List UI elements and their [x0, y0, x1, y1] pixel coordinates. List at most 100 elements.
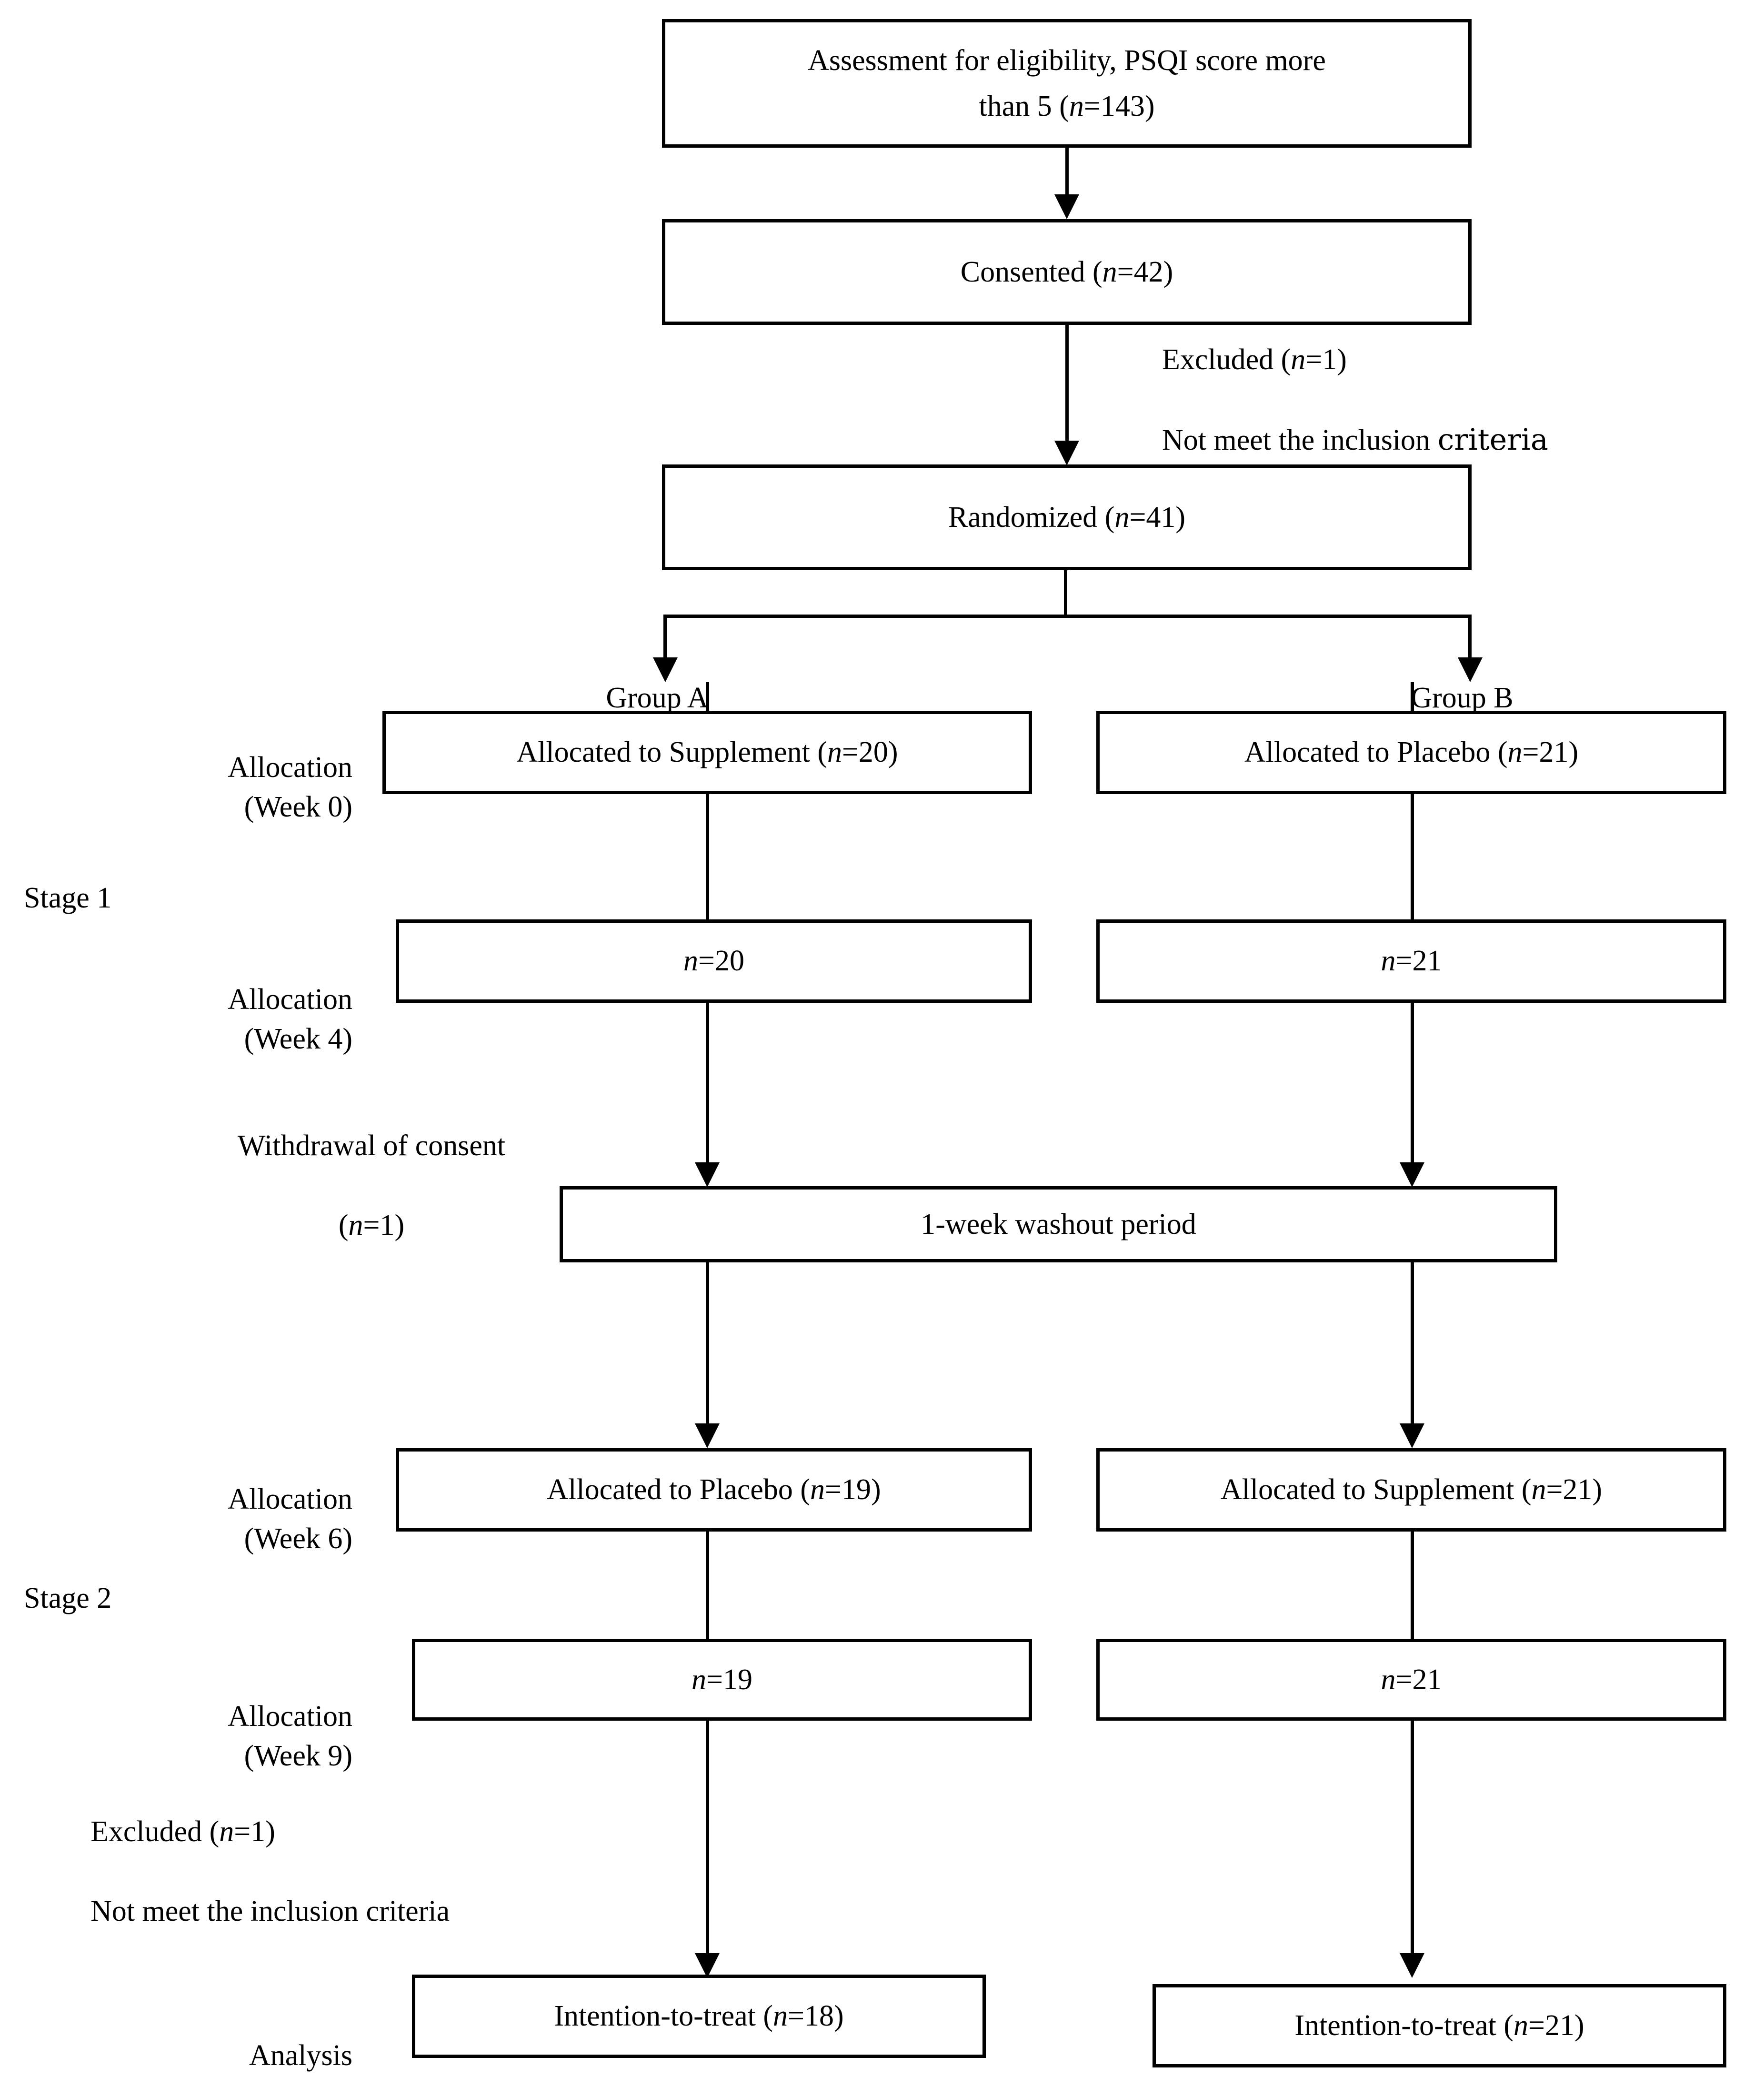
- box-group-b-week6-text: Allocated to Supplement (n=21): [1211, 1467, 1612, 1512]
- a-week9-post: =19: [706, 1663, 752, 1696]
- excluded-bottom-l2: Not meet the inclusion criteria: [90, 1895, 450, 1928]
- box-washout-period: 1-week washout period: [560, 1186, 1557, 1262]
- annotation-excluded-top: Excluded (n=1) Not meet the inclusion cr…: [1162, 300, 1734, 461]
- arrowhead-randomized-to-group-b: [1458, 657, 1483, 682]
- connector-b-week4-to-washout: [1411, 1003, 1414, 1167]
- box-group-a-week0-allocated-supplement: Allocated to Supplement (n=20): [382, 711, 1032, 794]
- row-label-allocation-week4-text: Allocation (Week 4): [228, 983, 352, 1056]
- row-label-analysis-text: Analysis: [249, 2039, 352, 2072]
- annotation-withdrawal-of-consent: Withdrawal of consent (n=1): [157, 1086, 586, 1246]
- a-week4-post: =20: [698, 945, 744, 978]
- connector-a-week4-to-washout: [706, 1003, 709, 1167]
- row-label-allocation-week6: Allocation (Week 6): [95, 1440, 352, 1559]
- stage-2-text: Stage 2: [24, 1582, 112, 1614]
- consented-post: =42): [1117, 255, 1173, 288]
- connector-b-week9-to-analysis: [1411, 1721, 1414, 1956]
- box-group-a-week0-text: Allocated to Supplement (n=20): [507, 729, 907, 775]
- box-randomized-text: Randomized (n=41): [939, 494, 1195, 540]
- eligibility-line2-pre: than 5 (: [979, 90, 1069, 122]
- consented-n-symbol: n: [1102, 255, 1117, 288]
- arrowhead-b-week9-to-analysis: [1400, 1953, 1424, 1978]
- box-group-a-week9-count: n=19: [412, 1639, 1032, 1721]
- annotation-excluded-bottom: Excluded (n=1) Not meet the inclusion cr…: [90, 1772, 710, 1932]
- box-group-b-week0-text: Allocated to Placebo (n=21): [1235, 729, 1588, 775]
- box-group-b-week6-allocated-supplement: Allocated to Supplement (n=21): [1096, 1448, 1726, 1532]
- box-group-b-week9-count: n=21: [1096, 1639, 1726, 1721]
- excluded-top-l1-n-symbol: n: [1291, 343, 1306, 376]
- b-week9-post: =21: [1395, 1663, 1442, 1696]
- connector-group-b-to-week0: [1411, 682, 1414, 712]
- b-week6-pre: Allocated to Supplement (: [1220, 1473, 1532, 1506]
- a-week0-post: =20): [842, 736, 898, 769]
- b-analysis-post: =21): [1528, 2009, 1584, 2042]
- box-group-a-analysis-intention-to-treat: Intention-to-treat (n=18): [412, 1975, 986, 2058]
- b-week0-pre: Allocated to Placebo (: [1244, 736, 1508, 769]
- arrowhead-eligibility-to-consented: [1054, 194, 1079, 219]
- connector-b-week6-to-week9: [1411, 1532, 1414, 1643]
- box-group-a-week4-text: n=20: [674, 938, 754, 984]
- box-group-b-week4-count: n=21: [1096, 919, 1726, 1003]
- eligibility-n-symbol: n: [1069, 90, 1084, 122]
- excluded-bottom-l1-pre: Excluded (: [90, 1815, 220, 1848]
- connector-a-week6-to-week9: [706, 1532, 709, 1643]
- connector-a-week0-to-week4: [706, 794, 709, 928]
- a-analysis-pre: Intention-to-treat (: [554, 2000, 773, 2033]
- row-label-allocation-week9: Allocation (Week 9): [95, 1657, 352, 1776]
- a-week0-n-symbol: n: [827, 736, 842, 769]
- connector-washout-to-b-week6: [1411, 1262, 1414, 1427]
- box-group-b-week9-text: n=21: [1372, 1657, 1452, 1703]
- b-week4-n-symbol: n: [1381, 945, 1396, 978]
- row-label-allocation-week0: Allocation (Week 0): [95, 708, 352, 827]
- arrowhead-b-week4-to-washout: [1400, 1162, 1424, 1187]
- group-b-text: Group B: [1411, 681, 1513, 714]
- b-week6-n-symbol: n: [1531, 1473, 1546, 1506]
- group-a-text: Group A: [606, 681, 709, 714]
- row-label-allocation-week4: Allocation (Week 4): [95, 940, 352, 1059]
- arrowhead-a-week9-to-analysis: [695, 1953, 720, 1978]
- b-week0-n-symbol: n: [1507, 736, 1523, 769]
- excluded-top-l2a: Not meet the inclusion: [1162, 424, 1438, 457]
- withdrawal-n-symbol: n: [348, 1209, 363, 1242]
- washout-text: 1-week washout period: [921, 1208, 1196, 1240]
- connector-a-week9-to-analysis: [706, 1721, 709, 1956]
- box-group-a-week9-text: n=19: [682, 1657, 762, 1703]
- box-assessment-eligibility-text: Assessment for eligibility, PSQI score m…: [798, 38, 1335, 129]
- label-stage-1: Stage 1: [24, 838, 310, 918]
- eligibility-line2-post: =143): [1083, 90, 1155, 122]
- a-analysis-n-symbol: n: [773, 2000, 788, 2033]
- arrowhead-a-week4-to-washout: [695, 1162, 720, 1187]
- withdrawal-line1: Withdrawal of consent: [237, 1129, 506, 1162]
- box-group-a-analysis-text: Intention-to-treat (n=18): [544, 1993, 853, 2039]
- b-week6-post: =21): [1546, 1473, 1603, 1506]
- connector-randomized-split-bar: [663, 615, 1472, 618]
- label-group-a: Group A: [524, 638, 791, 718]
- arrowhead-washout-to-a-week6: [695, 1423, 720, 1448]
- box-group-b-analysis-text: Intention-to-treat (n=21): [1285, 2003, 1594, 2048]
- b-week0-post: =21): [1522, 736, 1579, 769]
- b-week4-post: =21: [1395, 945, 1442, 978]
- connector-randomized-stem: [1064, 570, 1067, 617]
- a-week0-pre: Allocated to Supplement (: [516, 736, 827, 769]
- box-group-a-week6-text: Allocated to Placebo (n=19): [537, 1467, 890, 1512]
- box-group-a-week6-allocated-placebo: Allocated to Placebo (n=19): [396, 1448, 1032, 1532]
- box-group-a-week4-count: n=20: [396, 919, 1032, 1003]
- consented-pre: Consented (: [960, 255, 1102, 288]
- label-group-b: Group B: [1329, 638, 1595, 718]
- label-stage-2: Stage 2: [24, 1539, 310, 1618]
- connector-washout-to-a-week6: [706, 1262, 709, 1427]
- stage-1-text: Stage 1: [24, 881, 112, 914]
- arrowhead-randomized-to-group-a: [653, 657, 678, 682]
- connector-consented-to-randomized: [1065, 325, 1069, 444]
- arrowhead-washout-to-b-week6: [1400, 1423, 1424, 1448]
- connector-b-week0-to-week4: [1411, 794, 1414, 928]
- box-group-b-analysis-intention-to-treat: Intention-to-treat (n=21): [1153, 1984, 1726, 2067]
- randomized-post: =41): [1129, 501, 1186, 534]
- row-label-allocation-week9-text: Allocation (Week 9): [228, 1700, 352, 1773]
- a-week9-n-symbol: n: [692, 1663, 707, 1696]
- excluded-bottom-l1-post: =1): [234, 1815, 275, 1848]
- arrowhead-consented-to-randomized: [1054, 441, 1079, 465]
- b-analysis-pre: Intention-to-treat (: [1294, 2009, 1514, 2042]
- excluded-top-l2b: criteria: [1437, 422, 1548, 457]
- excluded-bottom-l1-n-symbol: n: [219, 1815, 234, 1848]
